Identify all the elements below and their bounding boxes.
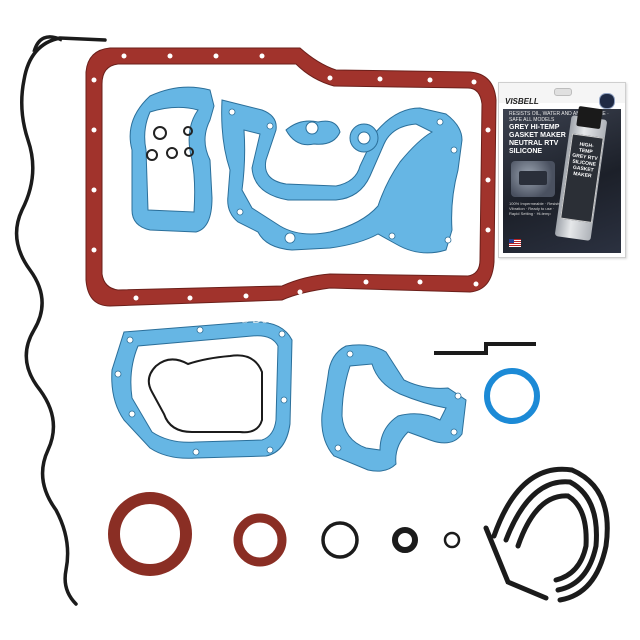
front-cover-gasket — [111, 321, 293, 459]
quality-seal-icon — [599, 93, 615, 109]
water-pump-gasket-lower — [321, 344, 467, 472]
oil-pan-bolt-holes — [91, 53, 491, 301]
rubber-seal-strip-hook — [32, 35, 63, 53]
small-flange-gasket — [285, 120, 341, 146]
water-pump-gasket-holes — [228, 108, 458, 244]
front-crank-seal — [233, 513, 287, 567]
package-hanger — [499, 83, 625, 103]
blue-oring-seal — [484, 368, 540, 424]
small-orings-cluster — [146, 126, 194, 161]
timing-cover-gasket-left — [129, 86, 215, 233]
hanger-hole-icon — [554, 88, 572, 96]
black-oring-seal-small — [392, 527, 418, 553]
front-cover-rubber-seal — [147, 354, 263, 434]
rubber-seal-strip — [14, 36, 107, 606]
rubber-strip-small — [434, 342, 536, 355]
package-title: GREY HI-TEMP GASKET MAKER NEUTRAL RTV SI… — [509, 124, 566, 155]
water-pump-housing-gasket — [221, 99, 463, 254]
engine-image-icon — [511, 161, 555, 197]
package-body: RESISTS OIL, WATER AND ANTI-FREEZE · SAF… — [503, 106, 621, 253]
silicone-package: VISBELL RESISTS OIL, WATER AND ANTI-FREE… — [498, 82, 626, 258]
watermark-text: © Dome... Gaskets — [240, 312, 347, 326]
front-cover-gasket-holes — [114, 326, 288, 456]
package-tagline: RESISTS OIL, WATER AND ANTI-FREEZE · SAF… — [509, 111, 609, 123]
rear-main-seal — [108, 492, 192, 576]
coiled-rubber-seal — [483, 466, 610, 603]
package-brand: VISBELL — [505, 97, 539, 106]
black-oring-large — [321, 521, 359, 559]
oil-pan-gasket — [85, 47, 497, 307]
tube-label-text: HIGH-TEMP GREY RTV SILICONE GASKET MAKER — [571, 141, 598, 180]
water-pump-gasket-lower-holes — [334, 350, 462, 452]
round-flange-gasket — [349, 123, 379, 153]
tube-cap — [576, 106, 603, 130]
tube-label: HIGH-TEMP GREY RTV SILICONE GASKET MAKER — [560, 133, 604, 223]
black-oring-tiny — [443, 531, 461, 549]
package-features: 100% Impermeable · Resists Vibration · R… — [509, 201, 561, 216]
usa-flag-icon — [509, 239, 521, 247]
